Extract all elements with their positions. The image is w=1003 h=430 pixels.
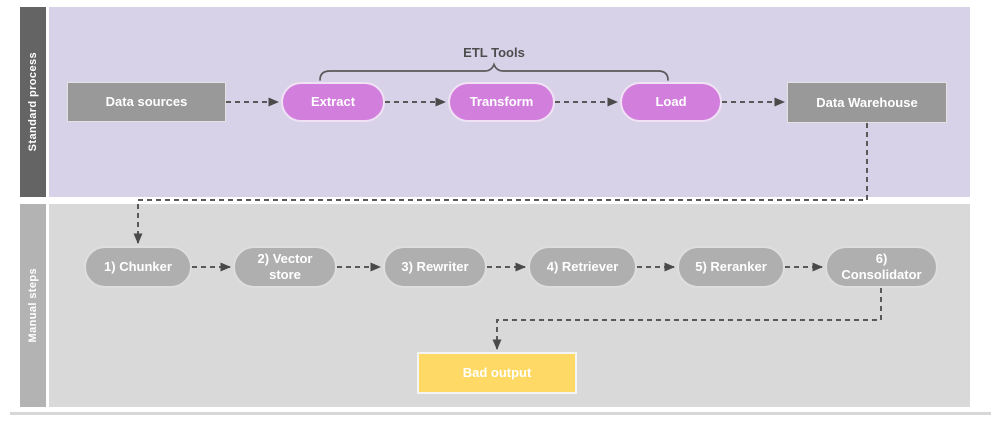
node-label: Transform xyxy=(469,94,534,110)
node-label: Extract xyxy=(310,94,356,110)
node-consolidator[interactable]: 6) Consolidator xyxy=(825,246,938,288)
node-label: 2) Vector store xyxy=(257,251,313,282)
node-data-sources[interactable]: Data sources xyxy=(67,82,226,122)
node-label: Load xyxy=(655,94,687,110)
node-label: 5) Reranker xyxy=(695,259,767,275)
lane-label-text: Manual steps xyxy=(27,268,39,343)
node-label: 4) Retriever xyxy=(546,259,619,275)
node-label: Bad output xyxy=(462,365,532,381)
canvas-bottom-edge xyxy=(10,412,991,415)
node-label: 3) Rewriter xyxy=(401,259,469,275)
node-reranker[interactable]: 5) Reranker xyxy=(677,246,785,288)
node-label: Data sources xyxy=(105,94,188,110)
node-bad-output[interactable]: Bad output xyxy=(417,352,577,394)
lane-label-text: Standard process xyxy=(27,52,39,152)
node-label: 6) Consolidator xyxy=(841,251,922,282)
node-label: Data Warehouse xyxy=(816,94,918,110)
node-load[interactable]: Load xyxy=(620,82,722,122)
node-transform[interactable]: Transform xyxy=(448,82,555,122)
etl-tools-label: ETL Tools xyxy=(463,45,525,60)
node-vector-store[interactable]: 2) Vector store xyxy=(233,246,337,288)
node-rewriter[interactable]: 3) Rewriter xyxy=(383,246,487,288)
node-label: 1) Chunker xyxy=(104,259,172,275)
node-retriever[interactable]: 4) Retriever xyxy=(528,246,637,288)
node-extract[interactable]: Extract xyxy=(281,82,385,122)
node-chunker[interactable]: 1) Chunker xyxy=(84,246,192,288)
lane-label-standard-process: Standard process xyxy=(20,7,46,197)
node-data-warehouse[interactable]: Data Warehouse xyxy=(787,82,947,123)
lane-label-manual-steps: Manual steps xyxy=(20,204,46,407)
